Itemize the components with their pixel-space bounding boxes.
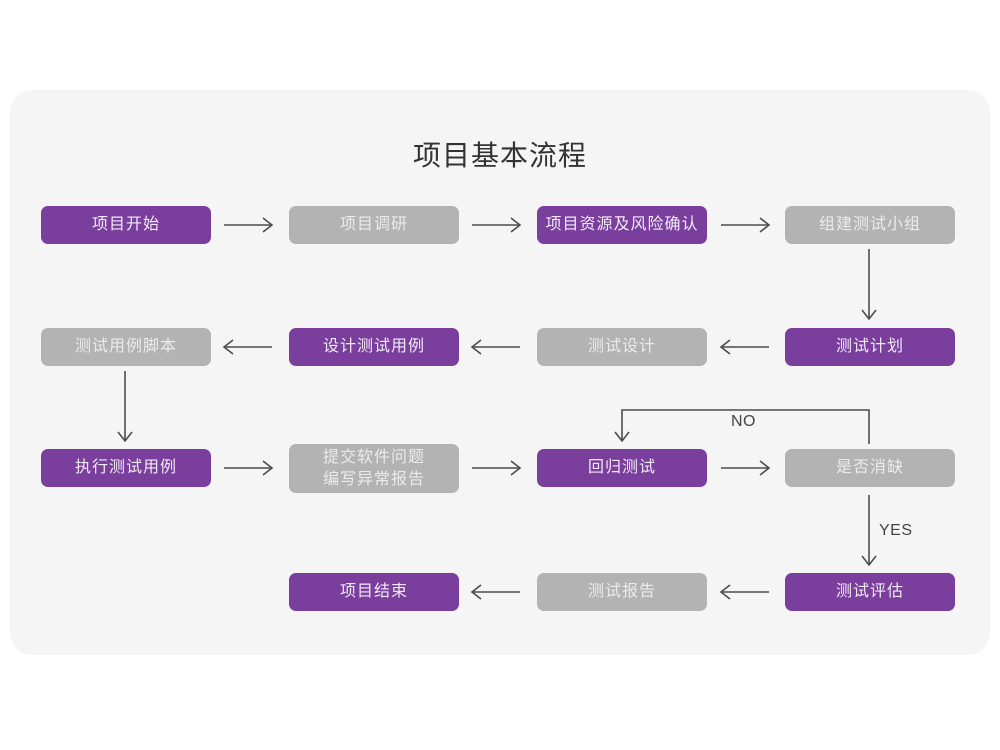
node-resource-risk-confirm[interactable]: 项目资源及风险确认 <box>537 206 707 244</box>
flowchart-card <box>10 90 990 655</box>
node-test-evaluation[interactable]: 测试评估 <box>785 573 955 611</box>
node-project-start[interactable]: 项目开始 <box>41 206 211 244</box>
node-test-case-script[interactable]: 测试用例脚本 <box>41 328 211 366</box>
node-test-plan[interactable]: 测试计划 <box>785 328 955 366</box>
node-design-test-case[interactable]: 设计测试用例 <box>289 328 459 366</box>
node-project-research[interactable]: 项目调研 <box>289 206 459 244</box>
node-build-test-team[interactable]: 组建测试小组 <box>785 206 955 244</box>
node-submit-issue-report[interactable]: 提交软件问题 编写异常报告 <box>289 444 459 493</box>
node-test-report[interactable]: 测试报告 <box>537 573 707 611</box>
node-project-end[interactable]: 项目结束 <box>289 573 459 611</box>
node-execute-test-case[interactable]: 执行测试用例 <box>41 449 211 487</box>
node-defect-cleared[interactable]: 是否消缺 <box>785 449 955 487</box>
page-title: 项目基本流程 <box>412 140 587 171</box>
edge-label-no: NO <box>731 413 756 430</box>
node-regression-test[interactable]: 回归测试 <box>537 449 707 487</box>
node-test-design[interactable]: 测试设计 <box>537 328 707 366</box>
edge-label-yes: YES <box>879 522 913 539</box>
